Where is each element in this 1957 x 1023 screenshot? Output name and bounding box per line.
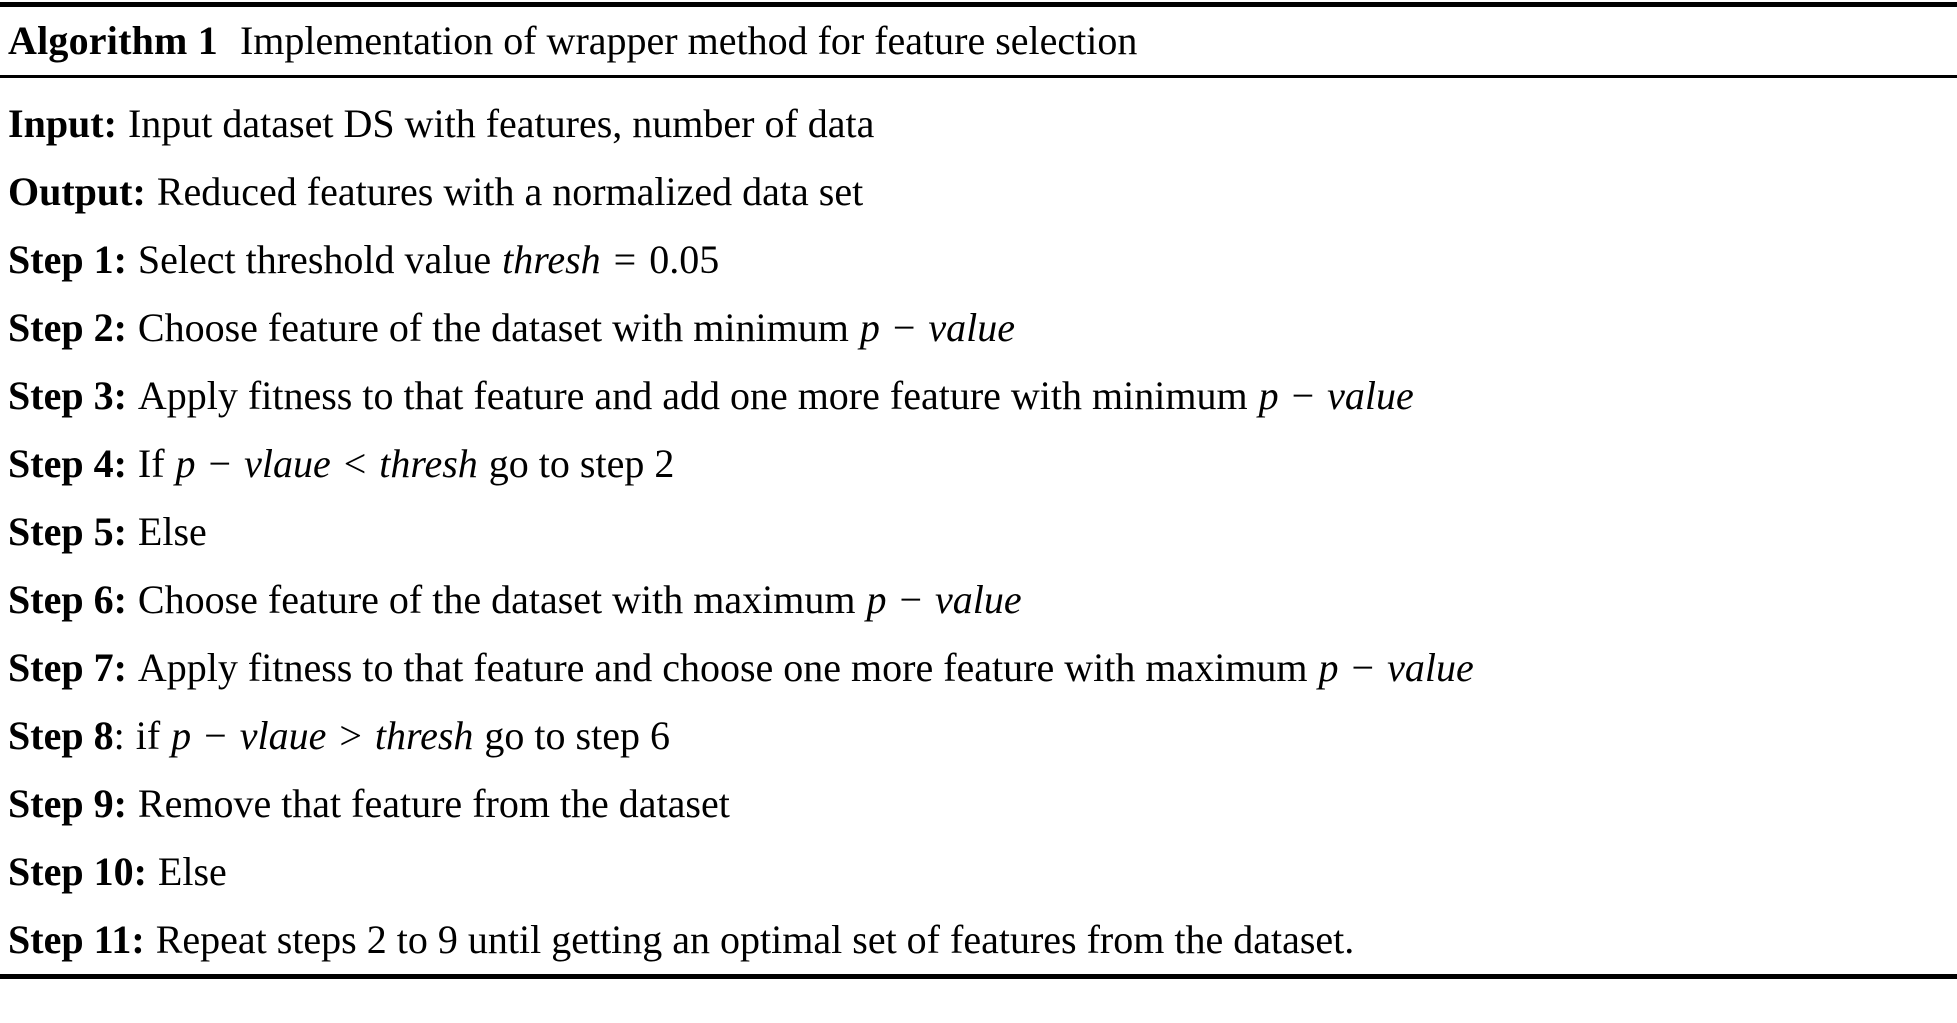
- math-operator-equals: =: [613, 237, 637, 282]
- algorithm-line-step-4: Step 4: If p − vlaue < thresh go to step…: [8, 430, 1957, 498]
- line-label: Step 9:: [8, 781, 127, 826]
- top-rule: [0, 2, 1957, 7]
- math-value-threshold: 0.05: [649, 237, 720, 282]
- algorithm-line-step-10: Step 10: Else: [8, 838, 1957, 906]
- line-text: Input dataset DS with features, number o…: [127, 101, 875, 146]
- line-label: Step 2:: [8, 305, 127, 350]
- line-text-pre: If: [137, 441, 165, 486]
- algorithm-title: Implementation of wrapper method for fea…: [239, 18, 1138, 63]
- line-text-pre: Choose feature of the dataset with maxim…: [137, 577, 856, 622]
- algorithm-line-step-9: Step 9: Remove that feature from the dat…: [8, 770, 1957, 838]
- algorithm-line-step-2: Step 2: Choose feature of the dataset wi…: [8, 294, 1957, 362]
- math-term-p: p: [171, 713, 192, 758]
- algorithm-number-label: Algorithm 1: [8, 18, 218, 63]
- line-label: Step 11:: [8, 917, 145, 962]
- line-text: Remove that feature from the dataset: [137, 781, 730, 826]
- algorithm-line-output: Output: Reduced features with a normaliz…: [8, 158, 1957, 226]
- math-operator-less-than: <: [343, 441, 367, 486]
- line-label: Step 6:: [8, 577, 127, 622]
- math-term-p: p: [1318, 645, 1339, 690]
- line-label-colon: :: [113, 713, 125, 758]
- line-text: Repeat steps 2 to 9 until getting an opt…: [155, 917, 1355, 962]
- math-term-thresh: thresh: [502, 237, 601, 282]
- math-term-value: value: [935, 577, 1022, 622]
- line-text-post: go to step 2: [488, 441, 675, 486]
- line-label: Output:: [8, 169, 146, 214]
- math-operator-minus: −: [208, 441, 232, 486]
- line-text: Else: [137, 509, 207, 554]
- math-term-thresh: thresh: [374, 713, 474, 758]
- algorithm-line-step-1: Step 1: Select threshold value thresh = …: [8, 226, 1957, 294]
- math-term-thresh: thresh: [379, 441, 478, 486]
- math-term-p: p: [859, 305, 880, 350]
- math-operator-minus: −: [1351, 645, 1375, 690]
- math-term-value: value: [1327, 373, 1414, 418]
- algorithm-header: Algorithm 1 Implementation of wrapper me…: [0, 7, 1957, 75]
- algorithm-line-step-5: Step 5: Else: [8, 498, 1957, 566]
- algorithm-line-step-6: Step 6: Choose feature of the dataset wi…: [8, 566, 1957, 634]
- algorithm-steps-list: Input: Input dataset DS with features, n…: [0, 78, 1957, 974]
- line-text-pre: if: [135, 713, 161, 758]
- math-operator-minus: −: [899, 577, 923, 622]
- line-label: Step 3:: [8, 373, 127, 418]
- line-label: Step 8: [8, 713, 114, 758]
- line-text-pre: Apply fitness to that feature and choose…: [137, 645, 1308, 690]
- line-label: Step 10:: [8, 849, 147, 894]
- algorithm-line-step-3: Step 3: Apply fitness to that feature an…: [8, 362, 1957, 430]
- line-text: Reduced features with a normalized data …: [156, 169, 864, 214]
- math-operator-minus: −: [892, 305, 916, 350]
- line-text-pre: Apply fitness to that feature and add on…: [137, 373, 1248, 418]
- math-term-value: value: [1387, 645, 1474, 690]
- algorithm-line-step-7: Step 7: Apply fitness to that feature an…: [8, 634, 1957, 702]
- line-text-post: go to step 6: [484, 713, 670, 758]
- math-term-p: p: [1258, 373, 1279, 418]
- line-label: Step 1:: [8, 237, 127, 282]
- line-label: Step 4:: [8, 441, 127, 486]
- math-term-value: value: [928, 305, 1016, 350]
- algorithm-line-input: Input: Input dataset DS with features, n…: [8, 90, 1957, 158]
- bottom-rule: [0, 974, 1957, 979]
- math-operator-minus: −: [204, 713, 227, 758]
- math-term-p: p: [175, 441, 196, 486]
- line-text-pre: Select threshold value: [137, 237, 492, 282]
- line-label: Step 7:: [8, 645, 127, 690]
- math-operator-greater-than: >: [339, 713, 362, 758]
- math-operator-minus: −: [1291, 373, 1315, 418]
- math-term-vlaue: vlaue: [239, 713, 327, 758]
- header-separator-rule: [0, 75, 1957, 78]
- math-term-p: p: [866, 577, 887, 622]
- algorithm-line-step-11: Step 11: Repeat steps 2 to 9 until getti…: [8, 906, 1957, 974]
- line-text: Else: [157, 849, 227, 894]
- line-text-pre: Choose feature of the dataset with minim…: [137, 305, 849, 350]
- line-label: Step 5:: [8, 509, 127, 554]
- line-label: Input:: [8, 101, 117, 146]
- algorithm-line-step-8: Step 8 : if p − vlaue > thresh go to ste…: [8, 702, 1957, 770]
- math-term-vlaue: vlaue: [244, 441, 331, 486]
